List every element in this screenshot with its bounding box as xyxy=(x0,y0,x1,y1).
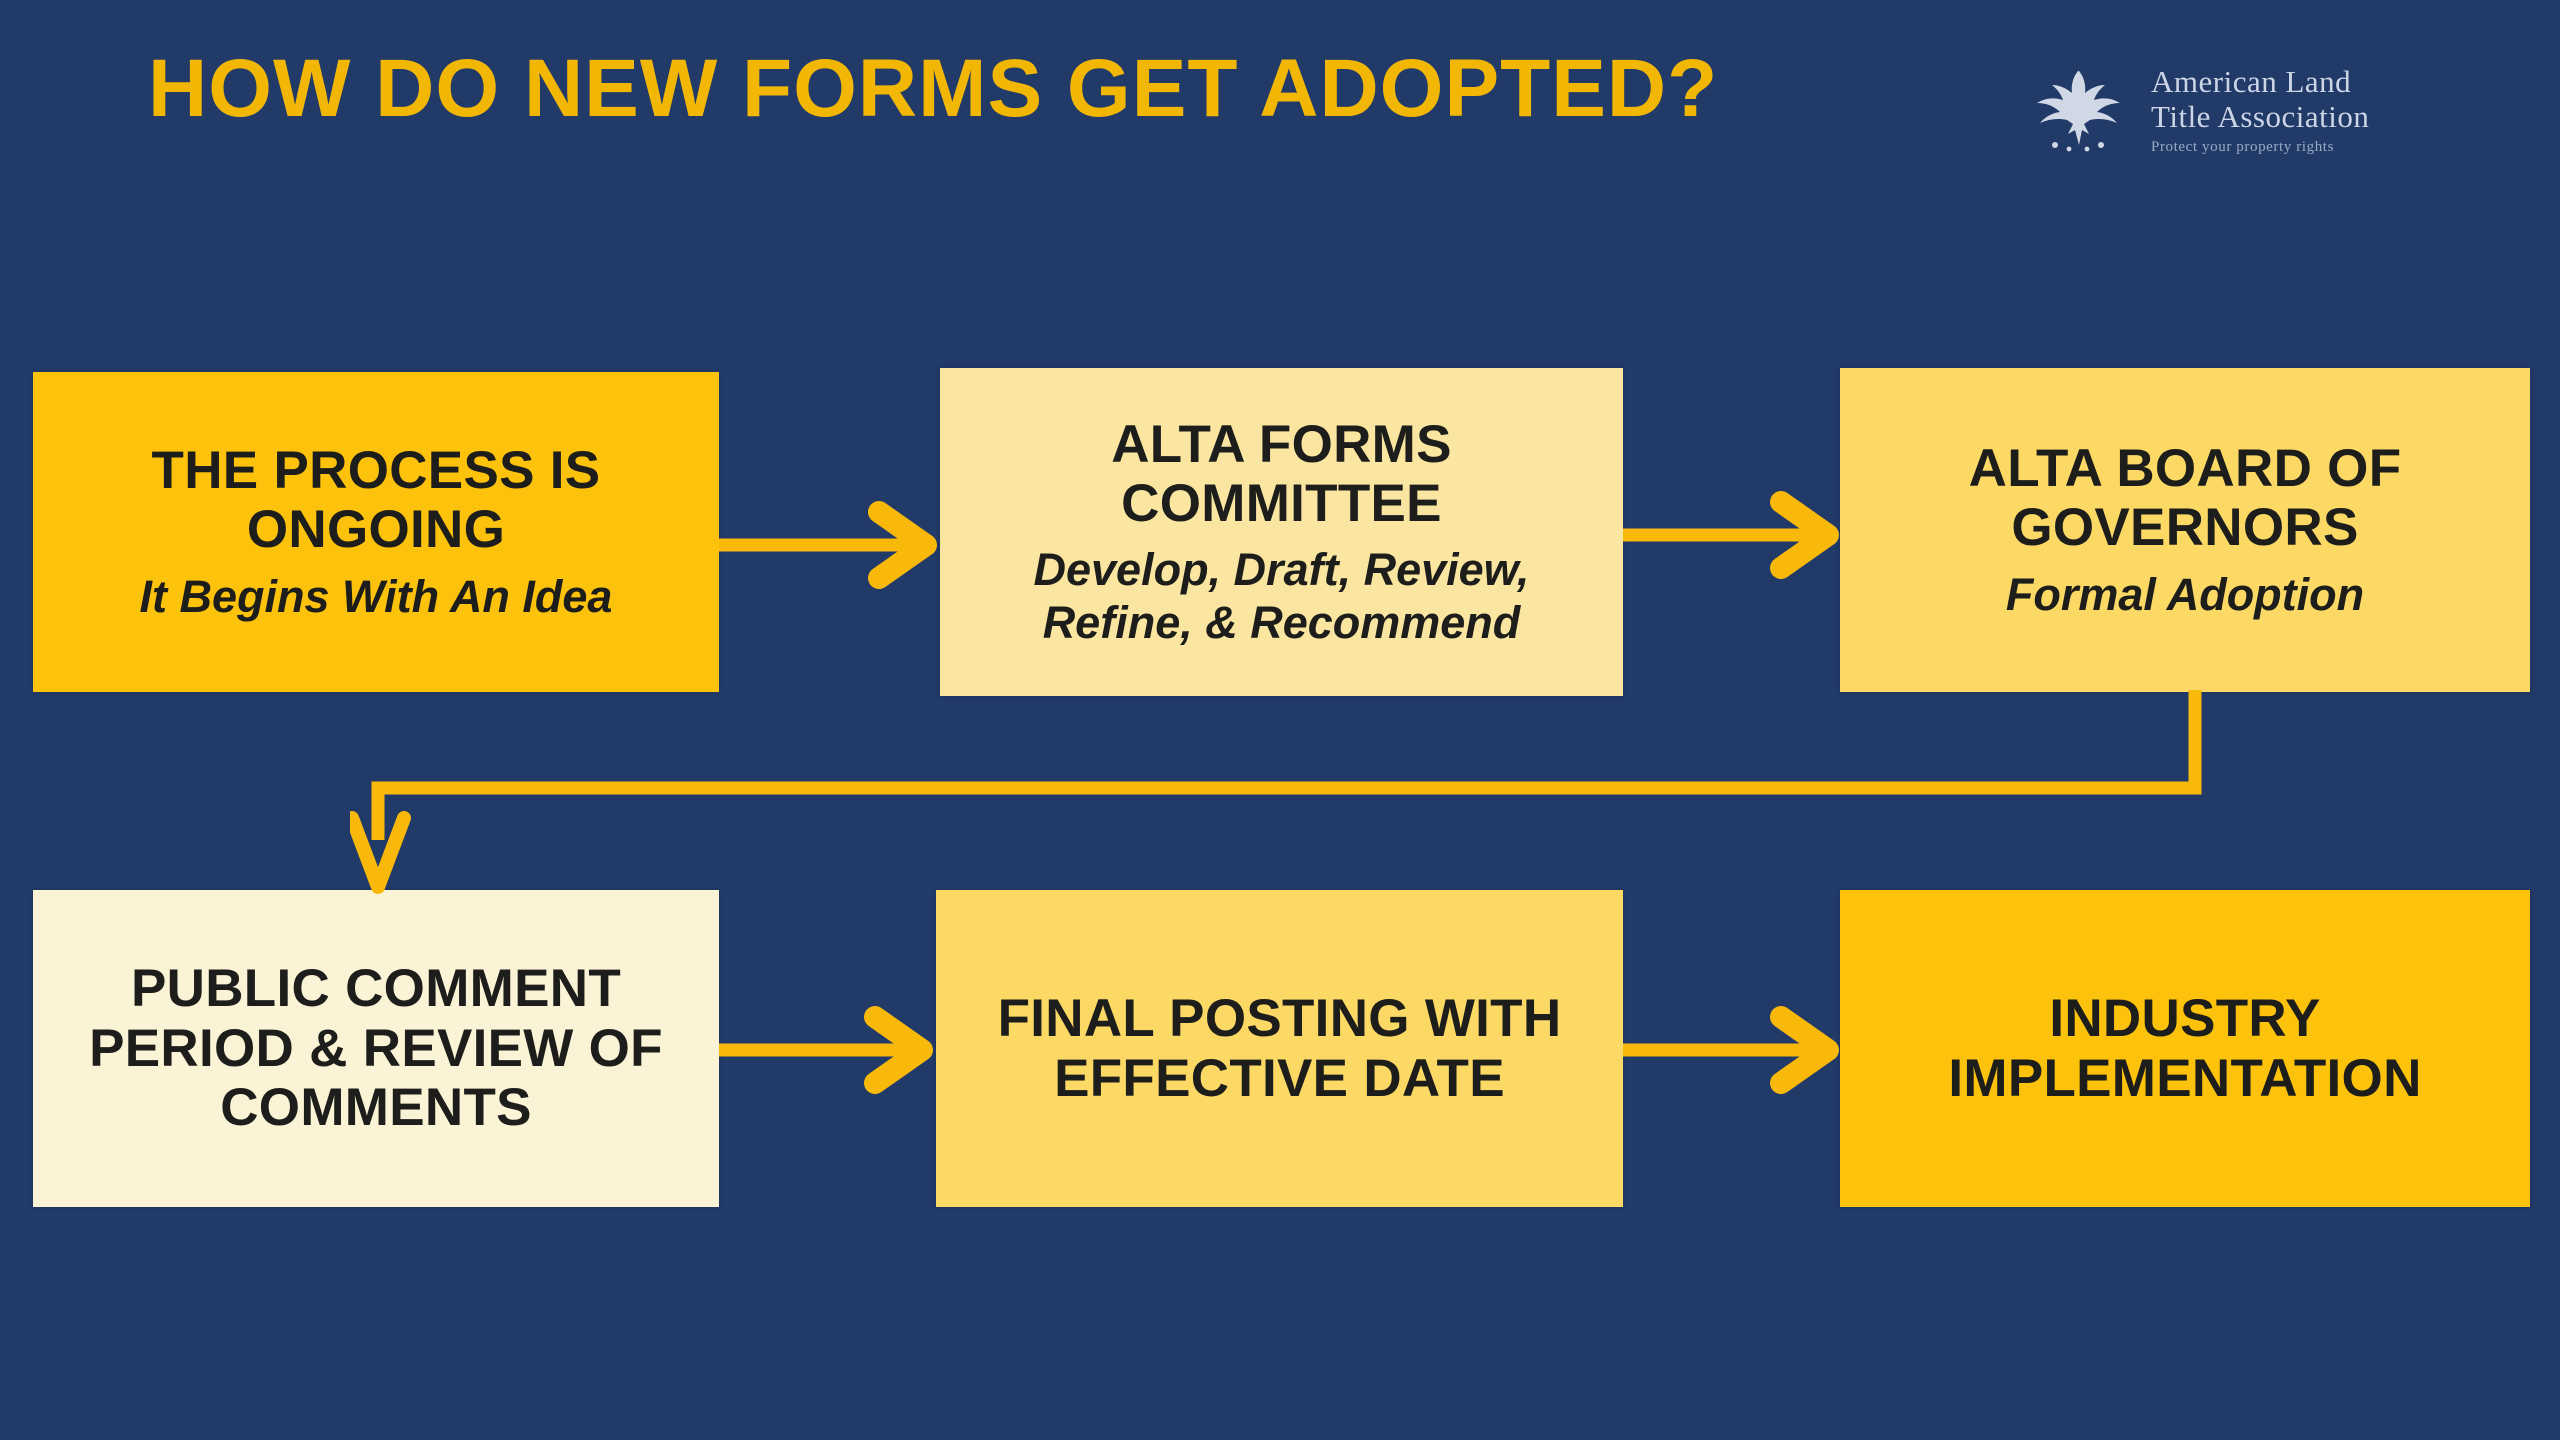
arrow-final-posting-to-implementation xyxy=(1623,995,1843,1105)
flow-box-final-posting[interactable]: FINAL POSTING WITH EFFECTIVE DATE xyxy=(936,890,1623,1207)
flow-box-alta-forms-committee[interactable]: ALTA FORMS COMMITTEE Develop, Draft, Rev… xyxy=(940,368,1623,696)
flow-box-subtitle: Develop, Draft, Review, Refine, & Recomm… xyxy=(1033,544,1530,649)
flow-box-subtitle: It Begins With An Idea xyxy=(139,570,613,622)
flow-box-alta-board-of-governors[interactable]: ALTA BOARD OF GOVERNORS Formal Adoption xyxy=(1840,368,2530,692)
flow-box-subtitle: Formal Adoption xyxy=(2005,568,2365,620)
flow-box-heading: INDUSTRY IMPLEMENTATION xyxy=(1948,989,2422,1108)
logo-wordmark: American Land Title Association Protect … xyxy=(2151,63,2370,156)
logo-tagline: Protect your property rights xyxy=(2151,139,2335,156)
alta-logo: American Land Title Association Protect … xyxy=(2025,58,2445,163)
arrow-process-to-committee xyxy=(719,490,941,600)
eagle-icon xyxy=(2025,65,2133,157)
arrow-committee-to-board xyxy=(1623,480,1843,590)
flow-box-heading: ALTA FORMS COMMITTEE xyxy=(1111,414,1452,533)
arrow-board-to-public-comment xyxy=(345,690,2220,910)
page-title: HOW DO NEW FORMS GET ADOPTED? xyxy=(148,43,1719,134)
flow-box-heading: FINAL POSTING WITH EFFECTIVE DATE xyxy=(997,989,1562,1108)
flow-box-heading: PUBLIC COMMENT PERIOD & REVIEW OF COMMEN… xyxy=(89,959,663,1138)
flow-box-heading: ALTA BOARD OF GOVERNORS xyxy=(1968,439,2402,558)
logo-line-1: American Land xyxy=(2151,63,2352,99)
flow-box-heading: THE PROCESS IS ONGOING xyxy=(151,441,601,560)
logo-line-2: Title Association xyxy=(2151,98,2370,134)
arrow-public-comment-to-final-posting xyxy=(719,995,937,1105)
flow-box-industry-implementation[interactable]: INDUSTRY IMPLEMENTATION xyxy=(1840,890,2530,1207)
flow-box-public-comment-period[interactable]: PUBLIC COMMENT PERIOD & REVIEW OF COMMEN… xyxy=(33,890,719,1207)
flow-box-process-ongoing[interactable]: THE PROCESS IS ONGOING It Begins With An… xyxy=(33,372,719,692)
